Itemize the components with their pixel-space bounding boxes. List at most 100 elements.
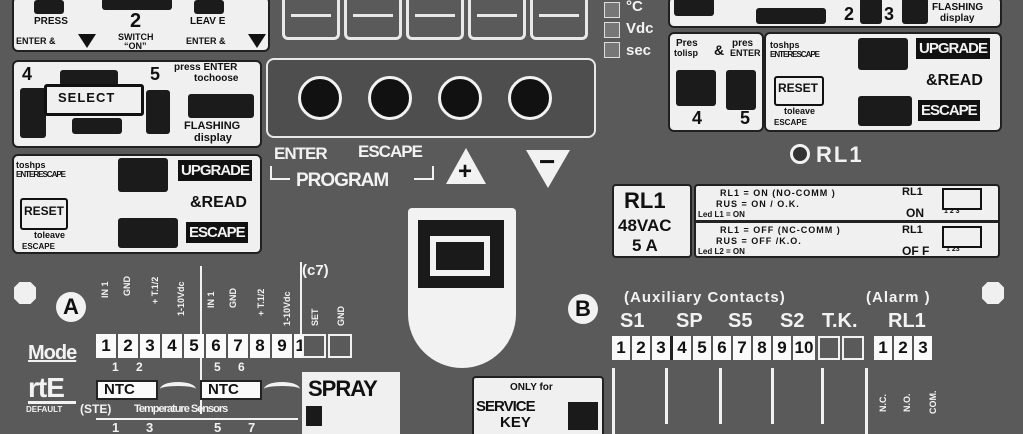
wrench-icon	[858, 96, 912, 126]
bottom-7: 7	[248, 420, 256, 434]
ntc-label-1: NTC	[104, 381, 135, 398]
sub-1: 1	[112, 360, 119, 374]
c7-label-set: SET	[310, 308, 320, 326]
label-rl1-led: RL1	[816, 142, 864, 167]
label-service: SERVICE	[476, 398, 536, 415]
label-enter-amp-2: ENTER &	[186, 36, 226, 46]
label-on: “ON”	[124, 41, 147, 51]
pin-9[interactable]: 9	[773, 336, 793, 360]
relay-line-1: RL1 = ON (NO-COMM )	[720, 188, 836, 198]
pin-4[interactable]: 4	[162, 334, 184, 358]
vlabel-4: 1-10Vdc	[176, 281, 186, 316]
step-5: 5	[150, 64, 161, 84]
vlabel-8: 1-10Vdc	[282, 291, 292, 326]
tk-pin-2[interactable]	[842, 336, 864, 360]
label-escape-big: ESCAPE	[186, 222, 248, 243]
label-enter-escape: ENTERESCAPE	[770, 50, 820, 59]
rl-pin-1[interactable]: 1	[874, 336, 894, 360]
panel-upgrade-read: toshps ENTERESCAPE RESET toleave ESCAPE …	[12, 154, 262, 254]
pin-7[interactable]: 7	[733, 336, 753, 360]
label-enter: ENTER	[730, 48, 761, 58]
label-leave: LEAV E	[190, 16, 226, 27]
rl-vlabel-no: N.O.	[902, 393, 912, 412]
program-bracket	[270, 166, 272, 180]
step-2: 2	[130, 10, 142, 32]
ntc-box-1	[96, 380, 158, 400]
escape-button[interactable]	[368, 76, 412, 120]
pin-9[interactable]: 9	[272, 334, 294, 358]
panel-enter-switch: PRESS ENTER & 2 SWITCH “ON” LEAV E ENTER…	[12, 0, 270, 52]
c7-label-gnd: GND	[336, 306, 346, 326]
program-bracket-2	[432, 166, 434, 180]
up-button[interactable]	[438, 76, 482, 120]
pin-8[interactable]: 8	[250, 334, 272, 358]
rl-pin-2[interactable]: 2	[894, 336, 914, 360]
pin-2[interactable]: 2	[118, 334, 140, 358]
relay-voltage: 48VAC	[618, 216, 672, 235]
service-key-box: ONLY for SERVICE KEY	[472, 376, 604, 434]
bottom-3: 3	[146, 420, 154, 434]
label-aux: (Auxiliary Contacts)	[624, 289, 786, 306]
label-escape: ESCAPE	[358, 142, 423, 161]
label-to-disp: tolisp	[674, 48, 698, 58]
ntc-label-2: NTC	[208, 381, 239, 398]
pin-1[interactable]: 1	[612, 336, 632, 360]
label-and-read: &READ	[190, 194, 247, 211]
rj-connector[interactable]	[408, 208, 516, 368]
relay-off-switch-icon	[942, 226, 982, 248]
label-amp: &	[714, 42, 725, 58]
hand-icon	[674, 0, 714, 16]
service-port-icon[interactable]	[568, 402, 598, 430]
relay-line-2: RUS = ON / O.K.	[716, 199, 800, 209]
label-display: display	[194, 132, 232, 144]
label-minus: −	[539, 146, 556, 177]
pin-1[interactable]: 1	[96, 334, 118, 358]
pin-10[interactable]: 10	[793, 336, 815, 360]
down-triangle-icon-2	[248, 34, 266, 48]
pin-5[interactable]: 5	[184, 334, 206, 358]
pin-2[interactable]: 2	[632, 336, 652, 360]
label-to-choose: tochoose	[194, 73, 239, 84]
pin-8[interactable]: 8	[753, 336, 773, 360]
rl-pin-3[interactable]: 3	[914, 336, 932, 360]
pin-5[interactable]: 5	[693, 336, 713, 360]
pin-6[interactable]: 6	[713, 336, 733, 360]
down-button[interactable]	[508, 76, 552, 120]
pin-3[interactable]: 3	[140, 334, 162, 358]
pin-3[interactable]: 3	[652, 336, 673, 360]
unit-indicators: °C Vdc sec	[602, 0, 662, 62]
relay-line-6: Led L2 = ON	[698, 247, 745, 256]
program-bracket-line	[270, 178, 290, 180]
label-to-leave: toleave	[34, 230, 66, 240]
label-upgrade: UPGRADE	[916, 38, 991, 59]
label-press-enter: press ENTER	[174, 62, 238, 73]
panel-right-upgrade: toshps ENTERESCAPE RESET toleave ESCAPE …	[764, 32, 1002, 132]
mini-display-icon-3	[188, 94, 254, 118]
hand-icon	[20, 88, 46, 138]
wrench-icon	[118, 218, 178, 248]
c7-pin-2[interactable]	[328, 334, 352, 358]
pin-6[interactable]: 6	[206, 334, 228, 358]
contact-line-2	[719, 368, 722, 424]
tk-pin-1[interactable]	[818, 336, 840, 360]
down-triangle-icon	[78, 34, 96, 48]
reset-box	[20, 198, 68, 230]
mounting-hole-left	[14, 282, 36, 304]
label-enter-escape: ENTERESCAPE	[16, 170, 66, 179]
enter-button[interactable]	[298, 76, 342, 120]
relay-line-4: RL1 = OFF (NC-COMM )	[720, 225, 841, 235]
label-escape-small: ESCAPE	[22, 242, 55, 251]
select-box	[44, 84, 144, 116]
c7-pin-1[interactable]	[302, 334, 326, 358]
contact-diagram	[612, 368, 868, 434]
rl1-terminal-pins: 1 2 3	[874, 336, 932, 360]
label-mode: Mode	[28, 342, 77, 364]
pin-4[interactable]: 4	[673, 336, 693, 360]
label-pres: Pres	[676, 38, 698, 49]
label-rl1: RL1	[888, 310, 926, 332]
pin-7[interactable]: 7	[228, 334, 250, 358]
vlabel-7: + T.1/2	[256, 288, 266, 316]
mini-display-icon	[60, 70, 118, 86]
mini-display-icon-2	[902, 0, 928, 24]
label-enter-amp: ENTER &	[16, 36, 56, 46]
